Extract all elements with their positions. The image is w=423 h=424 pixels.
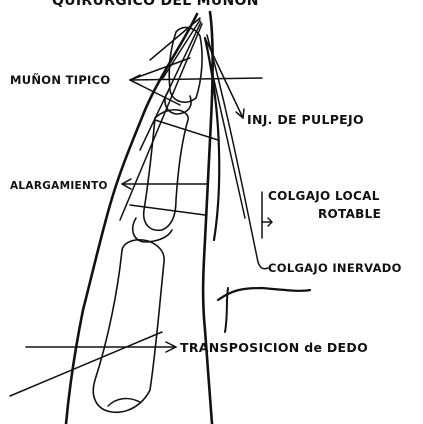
transposicion-label: TRANSPOSICION de DEDO <box>180 340 368 355</box>
colgajo-local-label-line1: COLGAJO LOCAL <box>268 189 380 203</box>
alargamiento-label: ALARGAMIENTO <box>10 180 108 192</box>
inj-pulpejo-callout: INJ. DE PULPEJO <box>205 38 364 127</box>
colgajo-local-label-line2: ROTABLE <box>318 207 381 221</box>
munon-tipico-label: MUÑON TIPICO <box>10 72 110 87</box>
top-cut-heading: QUIRURGICO DEL MUÑON <box>52 0 259 9</box>
colgajo-inervado-label: COLGAJO INERVADO <box>268 261 402 275</box>
transposicion-callout: TRANSPOSICION de DEDO <box>10 332 368 396</box>
inj-pulpejo-label: INJ. DE PULPEJO <box>247 112 364 127</box>
munon-tipico-callout: MUÑON TIPICO <box>10 58 262 105</box>
amputation-lines <box>120 18 218 220</box>
colgajo-inervado-callout: COLGAJO INERVADO <box>207 35 402 332</box>
